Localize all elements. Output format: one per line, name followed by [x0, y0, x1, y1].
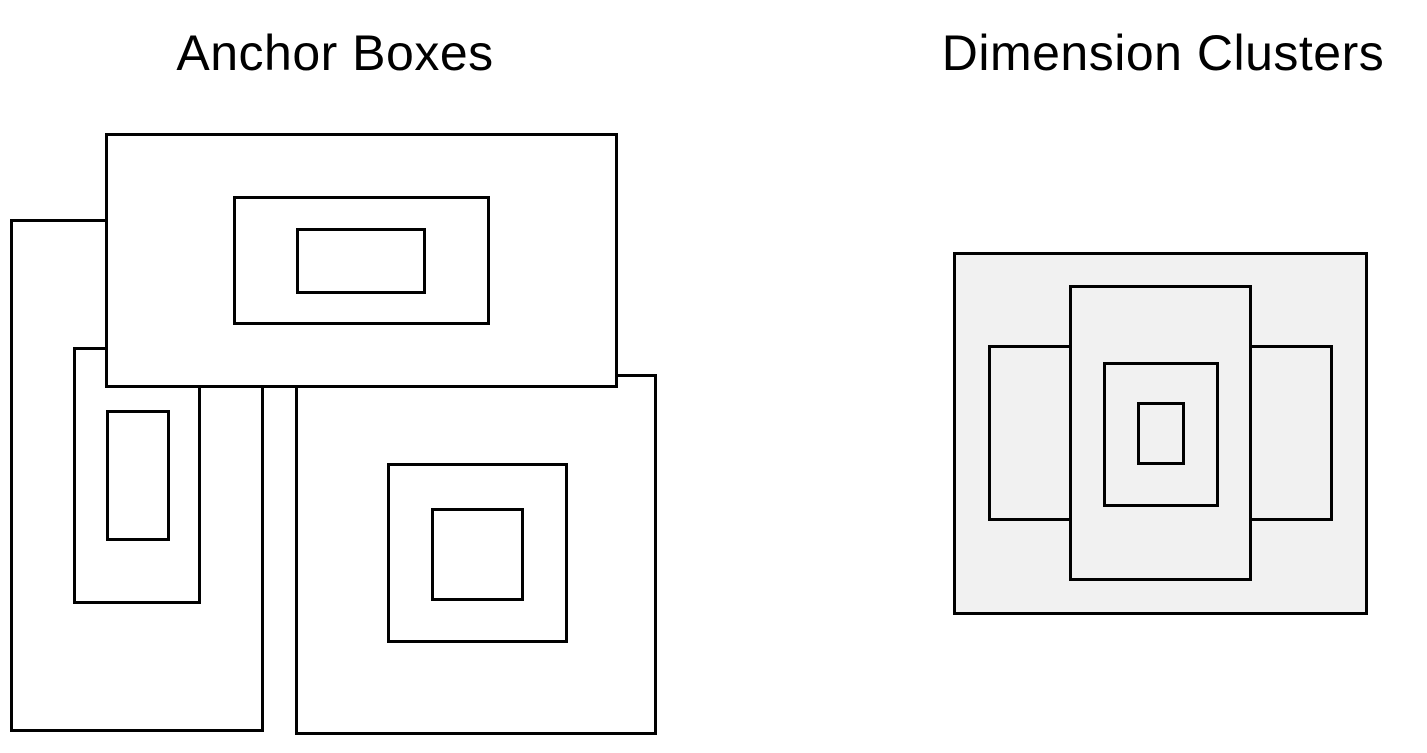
anchor-tall-box-small — [106, 410, 170, 541]
dimension-clusters-title: Dimension Clusters — [941, 25, 1385, 81]
cluster-box-small — [1137, 402, 1185, 465]
anchor-wide-box-small — [296, 228, 426, 294]
anchor-boxes-title: Anchor Boxes — [176, 25, 494, 81]
anchor-square-box-small — [431, 508, 524, 601]
